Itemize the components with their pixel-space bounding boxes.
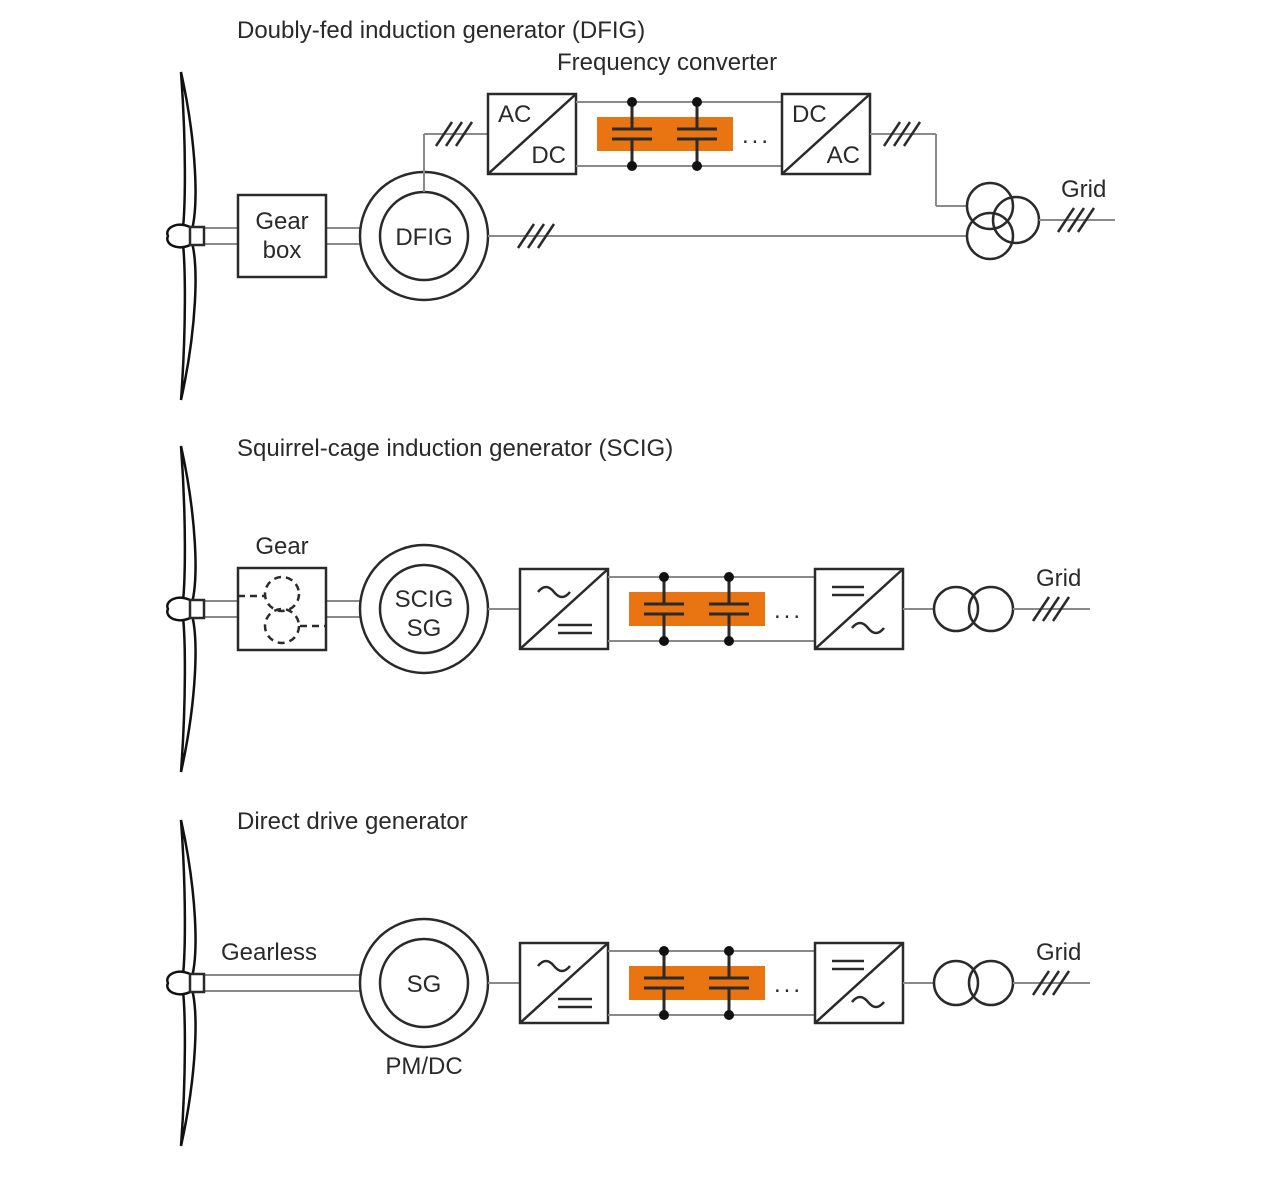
capacitor-icon <box>677 97 717 171</box>
three-phase-mark <box>516 223 556 249</box>
dc-ac-inverter-block <box>813 941 905 1025</box>
continuation-dots: ... <box>774 971 803 998</box>
dc-ac-inverter-block: DC AC <box>780 92 872 176</box>
rectifier-ac-label: AC <box>498 101 531 128</box>
gearbox-label-line2: box <box>263 237 302 264</box>
gearbox-label-line1: Gear <box>255 208 308 235</box>
ac-dc-rectifier-block: AC DC <box>486 92 578 176</box>
inverter-ac-label: AC <box>827 142 860 169</box>
sg-generator: SG <box>358 917 490 1049</box>
gearbox-block <box>236 193 328 279</box>
gearless-label: Gearless <box>221 939 317 966</box>
gear-block <box>236 566 328 652</box>
dfig-section: Doubly-fed induction generator (DFIG) Fr… <box>166 17 1115 401</box>
capacitor-icon <box>709 946 749 1020</box>
dfig-generator-label: DFIG <box>395 224 452 251</box>
dc-ac-inverter-block <box>813 567 905 651</box>
capacitor-icon <box>644 946 684 1020</box>
scig-generator-label-line2: SG <box>407 615 442 642</box>
rotor-blade-icon <box>166 819 206 1147</box>
three-phase-mark <box>434 121 474 147</box>
sg-generator-label: SG <box>407 971 442 998</box>
ac-dc-rectifier-block <box>518 941 610 1025</box>
transformer-icon <box>932 959 1015 1007</box>
three-phase-mark <box>1031 596 1071 622</box>
direct-drive-section: Direct drive generator Gearless SG PM/DC <box>166 808 1090 1147</box>
scig-title: Squirrel-cage induction generator (SCIG) <box>237 435 673 462</box>
scig-generator: SCIG SG <box>358 543 490 675</box>
dc-link-capacitor-bank <box>629 966 765 1000</box>
rotor-blade-icon <box>166 445 206 773</box>
scig-section: Squirrel-cage induction generator (SCIG)… <box>166 435 1090 773</box>
ac-dc-rectifier-block <box>518 567 610 651</box>
capacitor-icon <box>612 97 652 171</box>
continuation-dots: ... <box>742 122 771 149</box>
rectifier-dc-label: DC <box>531 142 566 169</box>
continuation-dots: ... <box>774 597 803 624</box>
dc-link-capacitor-bank <box>597 117 733 151</box>
transformer-icon <box>932 585 1015 633</box>
three-phase-mark <box>1056 207 1096 233</box>
capacitor-icon <box>644 572 684 646</box>
capacitor-icon <box>709 572 749 646</box>
three-phase-mark <box>882 121 922 147</box>
three-winding-transformer-icon <box>965 181 1041 261</box>
dfig-generator: DFIG <box>358 170 490 302</box>
direct-drive-title: Direct drive generator <box>237 808 468 835</box>
pm-dc-caption: PM/DC <box>385 1053 462 1080</box>
gear-label: Gear <box>255 533 308 560</box>
dfig-title: Doubly-fed induction generator (DFIG) <box>237 17 645 44</box>
scig-generator-label-line1: SCIG <box>395 586 454 613</box>
scig-grid-label: Grid <box>1036 565 1081 592</box>
direct-grid-label: Grid <box>1036 939 1081 966</box>
dfig-grid-label: Grid <box>1061 176 1106 203</box>
rotor-blade-icon <box>166 71 206 401</box>
three-phase-mark <box>1031 970 1071 996</box>
inverter-dc-label: DC <box>792 101 827 128</box>
dc-link-capacitor-bank <box>629 592 765 626</box>
frequency-converter-label: Frequency converter <box>557 49 777 76</box>
